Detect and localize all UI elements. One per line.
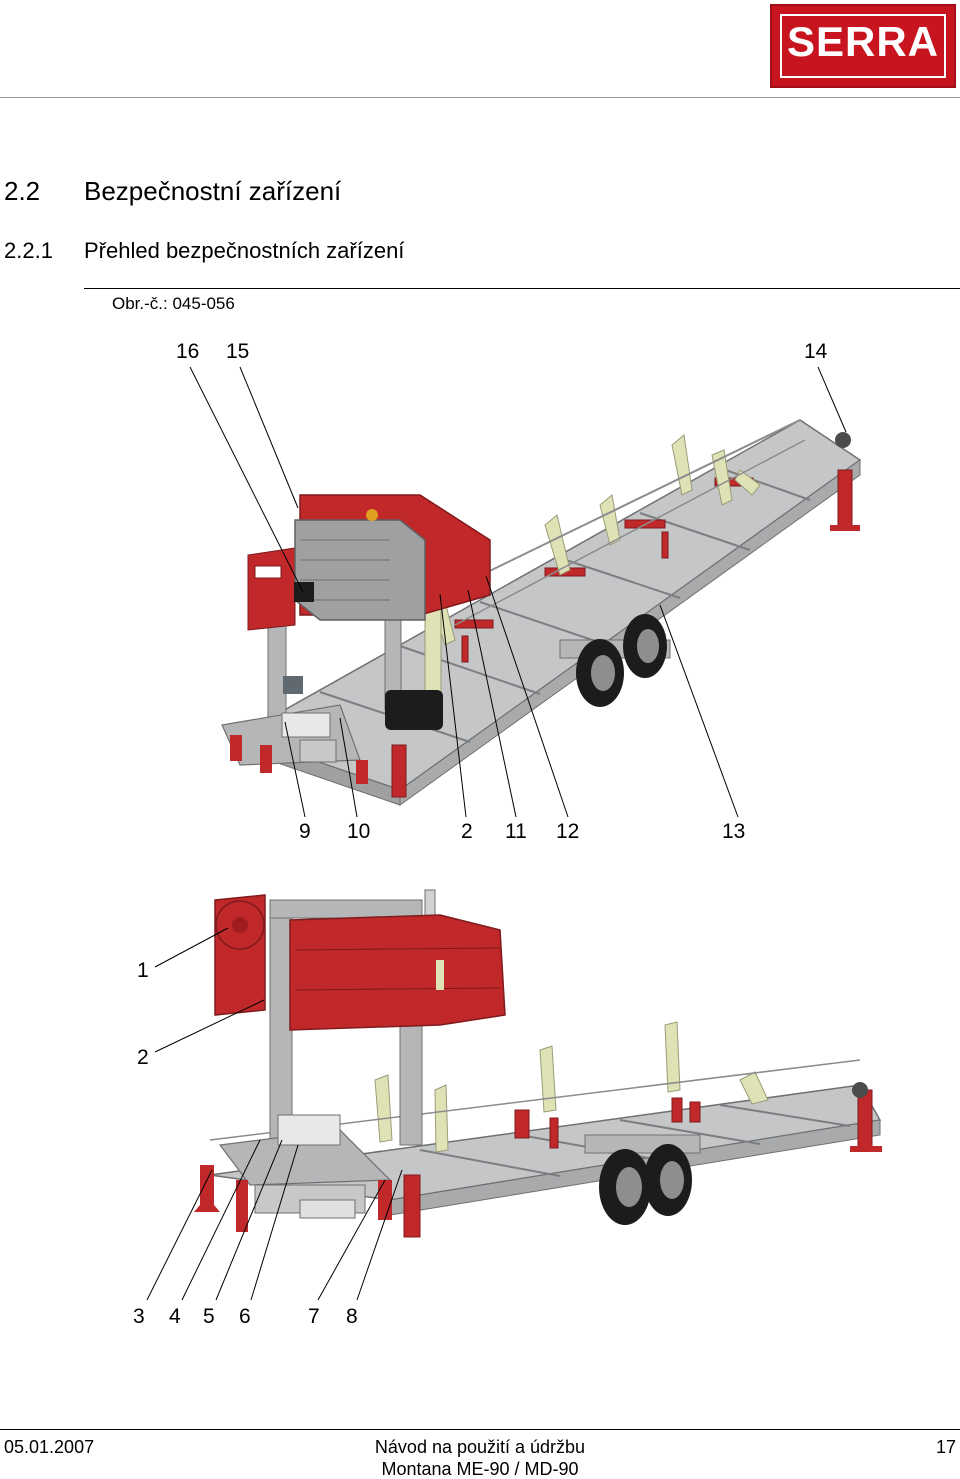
footer-date: 05.01.2007 (4, 1437, 95, 1457)
figure-reference: Obr.-č.: 045-056 (112, 294, 235, 313)
callout-5: 5 (203, 1305, 215, 1328)
footer-page-number: 17 (935, 1437, 956, 1457)
serra-logo: SERRA (770, 4, 956, 88)
subsection-divider (84, 288, 960, 289)
callout-12: 12 (556, 820, 580, 843)
callout-2-bottom: 2 (137, 1046, 149, 1069)
logo-frame (780, 14, 946, 78)
section-heading: 2.2 Bezpečnostní zařízení (4, 176, 341, 207)
figure1-sawmill (221, 419, 862, 806)
callout-15: 15 (226, 340, 250, 363)
subsection-title: Přehled bezpečnostních zařízení (84, 238, 405, 263)
callout-13: 13 (722, 820, 746, 843)
callout-8: 8 (346, 1305, 358, 1328)
callout-10: 10 (347, 820, 371, 843)
figure2-leader-lines (146, 927, 403, 1301)
callout-2-top: 2 (461, 820, 473, 843)
callout-3: 3 (133, 1305, 145, 1328)
callout-16: 16 (176, 340, 200, 363)
callout-14: 14 (804, 340, 828, 363)
footer-divider (0, 1429, 960, 1430)
callout-7: 7 (308, 1305, 320, 1328)
header-divider (0, 97, 960, 98)
logo-text: SERRA (786, 18, 940, 65)
callout-6: 6 (239, 1305, 251, 1328)
footer-model: Montana ME-90 / MD-90 (381, 1459, 579, 1479)
section-title: Bezpečnostní zařízení (84, 176, 342, 206)
callout-1: 1 (137, 959, 149, 982)
footer-doc-title: Návod na použití a údržbu (374, 1437, 586, 1457)
section-number: 2.2 (4, 176, 41, 206)
callout-4: 4 (169, 1305, 181, 1328)
callout-9: 9 (299, 820, 311, 843)
figure2-sawmill (194, 889, 882, 1238)
subsection-heading: 2.2.1 Přehled bezpečnostních zařízení (4, 238, 404, 264)
callout-11: 11 (505, 820, 527, 843)
subsection-number: 2.2.1 (4, 238, 53, 263)
figure1-leader-lines (189, 366, 847, 818)
